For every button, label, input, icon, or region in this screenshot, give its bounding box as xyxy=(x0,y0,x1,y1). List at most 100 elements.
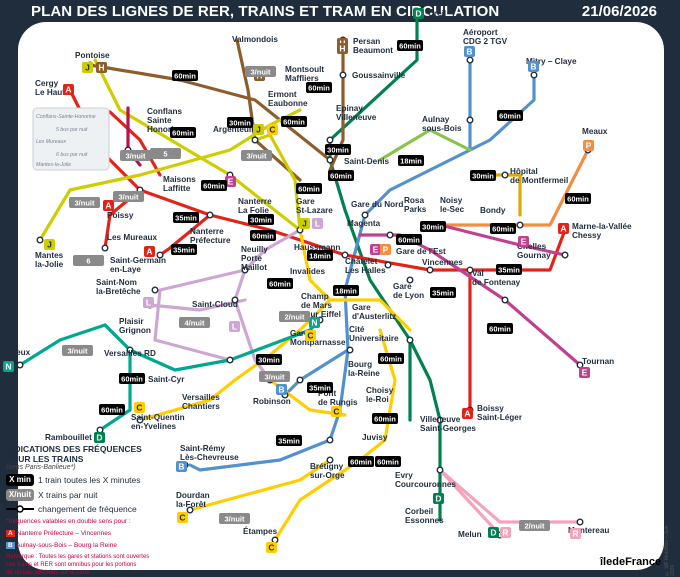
legend-subtitle: (sens Paris-Banlieue*) xyxy=(6,464,76,471)
frequency-box xyxy=(328,170,354,181)
station-dot xyxy=(406,336,414,344)
frequency-label: 3/nuit xyxy=(225,514,246,523)
line-badge-a xyxy=(63,84,74,95)
station-dot xyxy=(436,466,444,474)
idfm-logo: îledeFrance xyxy=(600,556,662,568)
station-dot xyxy=(501,296,509,304)
line-t4-top xyxy=(378,128,472,162)
station-label-pontoise: Pontoise xyxy=(75,51,110,60)
station-label-goussainville: Goussainville xyxy=(352,71,406,80)
line-j-pontoise xyxy=(93,58,302,232)
frequency-box xyxy=(279,311,310,322)
line-badge-e xyxy=(518,236,529,247)
station-dot xyxy=(326,156,334,164)
line-badge-b xyxy=(176,461,187,472)
frequency-legend: INDICATIONS DES FRÉQUENCES POUR LES TRAI… xyxy=(6,444,156,577)
line-badge-l xyxy=(312,218,323,229)
station-dot xyxy=(466,266,474,274)
bus-inset-text: Les Mureaux xyxy=(36,139,66,145)
frequency-label: 30min xyxy=(472,171,494,180)
station-dot xyxy=(384,261,392,269)
frequency-box xyxy=(113,191,144,202)
station-dot xyxy=(156,251,164,259)
frequency-label: 60min xyxy=(489,324,511,333)
line-badge-letter: C xyxy=(307,331,313,341)
line-j-argenteuil xyxy=(253,133,302,232)
station-dot xyxy=(386,231,394,239)
line-badge-letter: D xyxy=(96,433,102,443)
line-badge-letter: C xyxy=(179,513,185,523)
frequency-label: 3/nuit xyxy=(251,67,272,76)
frequency-label: 30min xyxy=(258,355,280,364)
line-badge-d xyxy=(94,432,105,443)
frequency-box xyxy=(565,193,591,204)
station-label-creil: Creil xyxy=(428,9,446,18)
frequency-box xyxy=(99,404,125,415)
station-label-vincennes: Vincennes xyxy=(422,258,463,267)
frequency-label: 18min xyxy=(335,286,357,295)
frequency-label: 60min xyxy=(298,184,320,193)
line-badge-letter: B xyxy=(466,47,472,57)
line-badge-c xyxy=(266,542,277,553)
frequency-box xyxy=(248,214,274,225)
line-badge-d xyxy=(413,8,424,19)
station-dot xyxy=(339,71,347,79)
line-badge-letter: R xyxy=(572,529,578,539)
frequency-box xyxy=(245,66,276,77)
station-label-meaux: Meaux xyxy=(582,127,608,136)
frequency-box xyxy=(306,82,332,93)
frequency-box xyxy=(173,212,199,223)
line-badge-a xyxy=(558,223,569,234)
station-label-saint-cloud: Saint-Cloud xyxy=(192,300,238,309)
station-dot xyxy=(466,116,474,124)
line-badge-letter: N xyxy=(5,362,11,372)
line-badge-letter: A xyxy=(146,247,152,257)
station-dot xyxy=(436,416,444,424)
frequency-box xyxy=(219,513,250,524)
frequency-box xyxy=(201,180,227,191)
legend-box-night: X/nuit xyxy=(6,489,34,501)
station-label-tournan: Tournan xyxy=(582,357,614,366)
frequency-label: 35min xyxy=(498,265,520,274)
station-dot xyxy=(206,211,214,219)
station-label-melun: Melun xyxy=(458,530,482,539)
credit-text: © IdF Mobilités – Juin 2026 xyxy=(664,525,676,576)
frequency-box xyxy=(276,435,302,446)
bus-inset-panel xyxy=(32,107,110,171)
frequency-box xyxy=(487,323,513,334)
station-label-saint-denis: Saint-Denis xyxy=(344,157,389,166)
frequency-label: 5 xyxy=(163,149,167,158)
frequency-label: 30min xyxy=(327,145,349,154)
station-label-magenta: Magenta xyxy=(347,219,381,228)
frequency-box xyxy=(307,382,333,393)
station-dot xyxy=(346,346,354,354)
frequency-box xyxy=(227,117,253,128)
bus-inset-text: 5 bus par nuit xyxy=(56,127,88,133)
line-badge-n xyxy=(3,361,14,372)
line-b-cdg xyxy=(363,58,472,217)
bus-inset-text: Mantes-la-Jolie xyxy=(36,162,71,168)
frequency-label: 35min xyxy=(278,436,300,445)
frequency-box xyxy=(372,413,398,424)
line-r-melun xyxy=(438,468,502,537)
station-dot xyxy=(296,376,304,384)
station-dot xyxy=(231,296,239,304)
line-a-stgermain xyxy=(158,213,212,257)
line-badge-letter: B xyxy=(530,62,536,72)
frequency-label: 35min xyxy=(432,288,454,297)
station-label-valmondois: Valmondois xyxy=(232,35,278,44)
frequency-label: 2/nuit xyxy=(525,521,546,530)
line-badge-l xyxy=(229,321,240,332)
line-badge-j xyxy=(82,62,93,73)
line-badge-letter: D xyxy=(415,9,421,19)
